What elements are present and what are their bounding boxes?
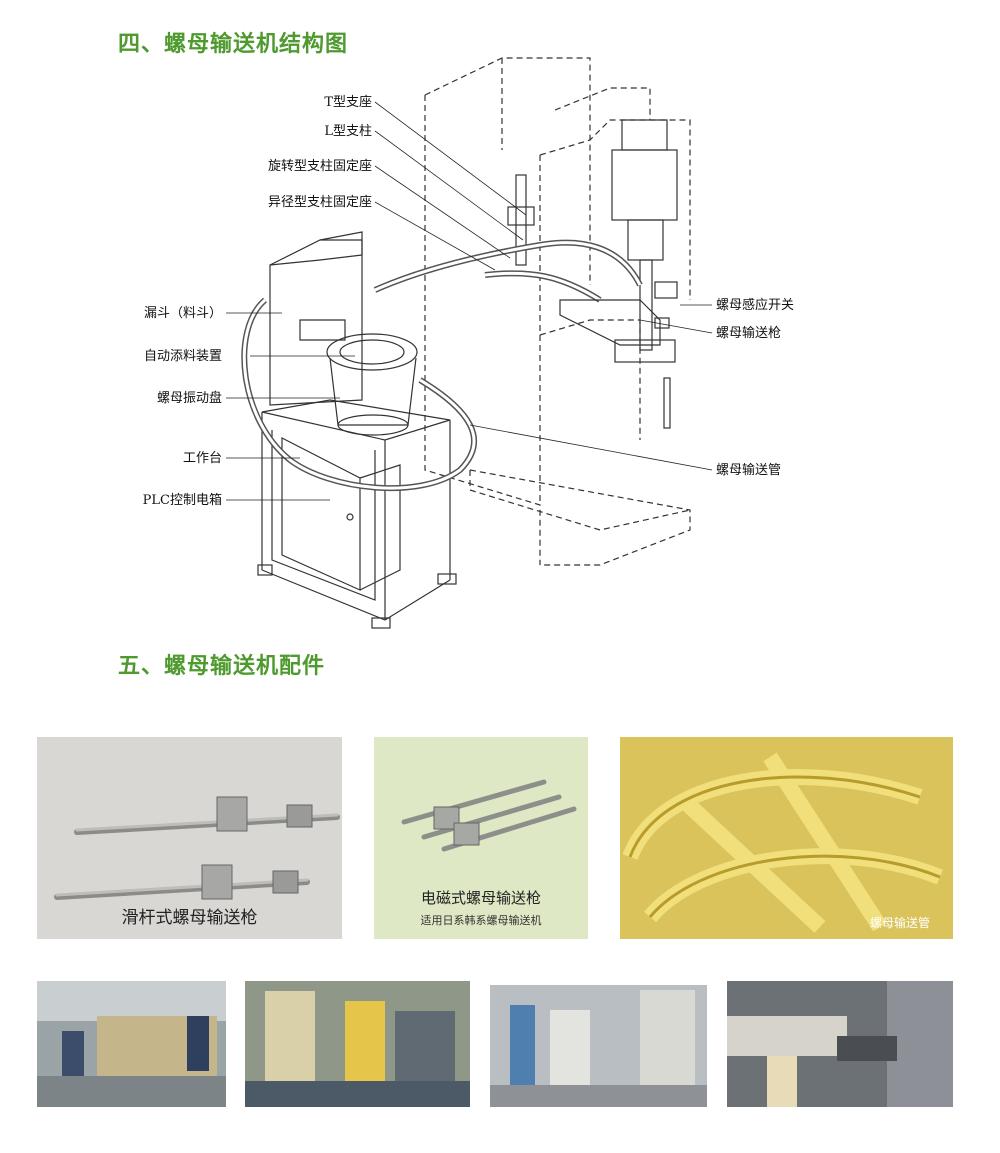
caption-electromagnetic-gun: 电磁式螺母输送枪 [420, 889, 541, 907]
label-vibratory-bowl: 螺母振动盘 [157, 390, 222, 406]
label-rotary-mount: 旋转型支柱固定座 [268, 159, 372, 174]
label-nut-sensor: 螺母感应开关 [716, 297, 794, 313]
label-hopper: 漏斗（料斗） [144, 305, 222, 321]
support-pole [507, 174, 535, 266]
plc-box-drawing [281, 437, 401, 591]
section-title-accessories: 五、螺母输送机配件 [118, 654, 326, 679]
photo-factory-4 [727, 981, 953, 1107]
label-nut-gun: 螺母输送枪 [716, 325, 781, 341]
label-auto-feeder: 自动添料装置 [144, 349, 222, 364]
caption-slide-rod-gun: 滑杆式螺母输送枪 [121, 908, 258, 928]
photo-factory-1 [37, 981, 226, 1107]
subcaption-electromagnetic-gun: 适用日系韩系螺母输送机 [420, 914, 542, 927]
label-t-base: T型支座 [324, 95, 372, 110]
label-work-table: 工作台 [183, 451, 222, 466]
leader-lines [226, 101, 713, 501]
photo-nut-tube: 螺母输送管 [620, 737, 953, 939]
vibratory-bowl-drawing [326, 333, 418, 436]
feed-tube-drawing [241, 239, 643, 492]
hopper-drawing [269, 231, 363, 406]
label-nut-tube: 螺母输送管 [716, 462, 781, 478]
photo-slide-rod-gun: 滑杆式螺母输送枪 [37, 737, 342, 939]
nut-gun-drawing [559, 281, 678, 346]
photo-electromagnetic-gun: 电磁式螺母输送枪 适用日系韩系螺母输送机 [374, 737, 588, 939]
photo-factory-2 [245, 981, 470, 1107]
section-title-structure: 四、螺母输送机结构图 [118, 32, 349, 57]
welding-machine-outline [424, 57, 691, 566]
structure-diagram: T型支座 L型支柱 旋转型支柱固定座 异径型支柱固定座 漏斗（料斗） 自动添料装… [143, 57, 794, 629]
cylinder-assembly [611, 119, 678, 429]
photo-factory-3 [490, 985, 707, 1107]
label-plc-box: PLC控制电箱 [143, 492, 222, 508]
work-table-drawing [257, 399, 457, 629]
label-l-column: L型支柱 [324, 124, 372, 139]
label-reducer-mount: 异径型支柱固定座 [268, 195, 372, 210]
caption-nut-tube: 螺母输送管 [870, 916, 931, 930]
